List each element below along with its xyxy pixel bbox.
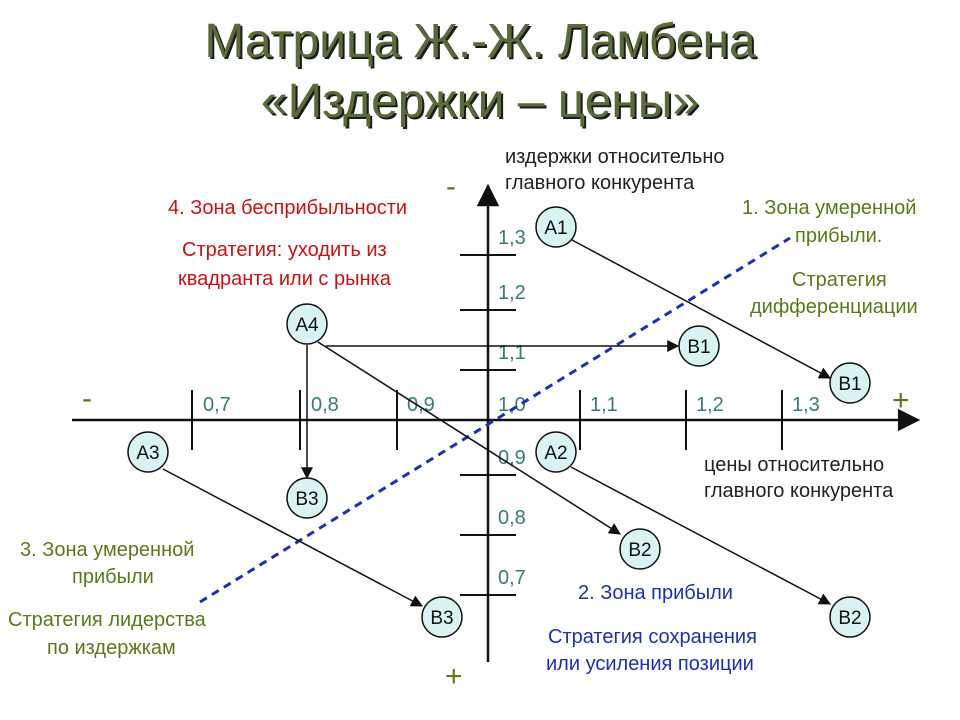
zone-2-title: 2. Зона прибыли: [578, 582, 733, 604]
node-b1-end: B1: [829, 362, 871, 404]
node-b3-end-label: B3: [430, 608, 453, 629]
x-tick-label: 0,8: [311, 394, 339, 416]
node-a4: A4: [286, 303, 328, 345]
y-minus-sign: -: [446, 170, 456, 203]
x-minus-sign: -: [82, 382, 92, 415]
y-plus-sign: +: [445, 660, 463, 693]
y-tick-label: 1,1: [498, 342, 526, 364]
node-b1-middle-label: B1: [687, 337, 710, 358]
zone-4-strategy-line-2: квадранта или с рынка: [178, 268, 392, 290]
node-a1-label: A1: [544, 218, 567, 239]
y-axis-caption-line-2: главного конкурента: [505, 172, 695, 194]
x-tick-label: 1,3: [792, 394, 820, 416]
arrow-a4-b2: [317, 341, 622, 535]
x-plus-sign: +: [892, 384, 910, 417]
node-a4-label: A4: [295, 315, 319, 336]
zone-4-title: 4. Зона бесприбыльности: [168, 197, 407, 219]
zone-1-strategy-line-2: дифференциации: [750, 296, 918, 318]
zone-3-title-line-2: прибыли: [72, 566, 154, 588]
x-tick-label: 0,7: [203, 394, 231, 416]
zone-3-strategy-line-1: Стратегия лидерства: [8, 609, 207, 631]
x-axis-caption-line-2: главного конкурента: [704, 480, 894, 502]
node-a2: A2: [535, 431, 577, 473]
y-tick-marks: [460, 254, 516, 596]
title-line-1: Матрица Ж.-Ж. Ламбена: [204, 15, 756, 68]
x-axis-caption-line-1: цены относительно: [704, 454, 884, 476]
y-tick-label: 1,2: [498, 282, 526, 304]
zone-2-strategy-line-2: или усиления позиции: [546, 653, 754, 675]
zone-4-strategy-line-1: Стратегия: уходить из: [182, 239, 387, 261]
y-tick-label: 0,7: [498, 567, 526, 589]
zone-3-strategy-line-2: по издержкам: [47, 637, 176, 659]
node-b2-end: B2: [829, 596, 871, 638]
arrows: [162, 239, 832, 607]
node-b3-middle: B3: [286, 477, 328, 519]
zone-2-strategy-line-1: Стратегия сохранения: [548, 626, 757, 648]
zone-1-strategy-line-1: Стратегия: [792, 269, 887, 291]
node-b2-end-label: B2: [838, 608, 861, 629]
node-a2-label: A2: [544, 443, 567, 464]
title-line-2: «Издержки – цены»: [260, 75, 700, 128]
node-b2-middle-label: B2: [628, 540, 651, 561]
node-a3-label: A3: [136, 443, 159, 464]
x-tick-label: 1,2: [696, 394, 724, 416]
arrow-a1-b1: [571, 239, 832, 379]
node-b3-end: B3: [421, 596, 463, 638]
arrow-a2-b2: [570, 466, 832, 605]
x-tick-marks: [191, 390, 783, 450]
node-b3-middle-label: B3: [295, 489, 318, 510]
y-tick-label: 1,3: [498, 227, 526, 249]
x-tick-label: 1,0: [498, 394, 526, 416]
arrow-a3-b3: [162, 468, 424, 607]
y-tick-label: 0,9: [498, 447, 526, 469]
x-tick-label: 1,1: [590, 394, 618, 416]
zone-1-title-line-2: прибыли.: [795, 225, 882, 247]
node-b1-end-label: B1: [838, 374, 861, 395]
node-b1-middle: B1: [678, 325, 720, 367]
x-tick-label: 0,9: [407, 394, 435, 416]
zone-3-title-line-1: 3. Зона умеренной: [20, 539, 194, 561]
node-a3: A3: [127, 431, 169, 473]
y-tick-label: 0,8: [498, 507, 526, 529]
zone-1-title-line-1: 1. Зона умеренной: [742, 197, 916, 219]
y-axis-caption-line-1: издержки относительно: [505, 146, 725, 168]
node-a1: A1: [535, 206, 577, 248]
node-b2-middle: B2: [619, 528, 661, 570]
